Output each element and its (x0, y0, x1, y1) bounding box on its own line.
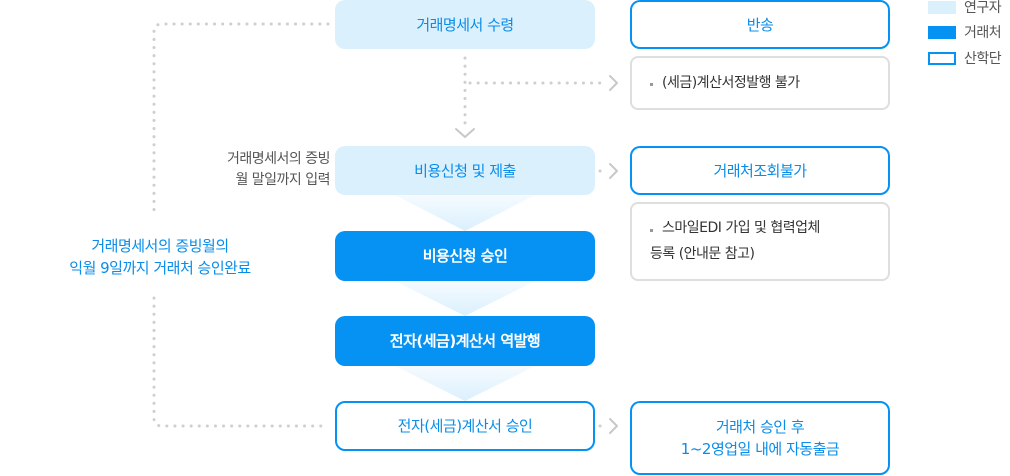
deadline-line: 거래명세서의 증빙월의 (91, 237, 229, 255)
deadline-loop-line-lower (152, 296, 330, 428)
outcome-label: 반송 (746, 15, 774, 34)
vendor-swatch (928, 25, 956, 39)
bullet-icon (650, 83, 653, 86)
legend-label: 산학단 (964, 51, 1002, 67)
step-invoice-approve: 전자(세금)계산서 승인 (335, 401, 595, 451)
outcome-label: 거래처 승인 후 (715, 418, 805, 436)
deadline-loop-line (152, 22, 330, 218)
chevron-right-icon (609, 163, 618, 179)
step-label: 거래명세서 수령 (416, 15, 514, 34)
step-label: 비용신청 승인 (422, 247, 508, 265)
bullet-icon (650, 229, 653, 232)
hint-line: 거래명세서의 증빙 (227, 151, 331, 167)
step-receive-statement: 거래명세서 수령 (335, 0, 595, 49)
researcher-swatch (928, 0, 956, 14)
legend-label: 연구자 (964, 0, 1002, 16)
outcome-return: 반송 (630, 0, 890, 49)
step-expense-submit: 비용신청 및 제출 (335, 146, 595, 195)
step-label: 전자(세금)계산서 역발행 (389, 332, 541, 350)
chevron-right-icon (609, 75, 618, 91)
hint-line: 월 말일까지 입력 (235, 172, 330, 188)
outcome-label: 1~2영업일 내에 자동출금 (680, 440, 840, 458)
deadline-line: 익월 9일까지 거래처 승인완료 (69, 259, 251, 277)
vendor-lookup-note: 스마일EDI 가입 및 협력업체 등록 (안내문 참고) (630, 202, 890, 281)
approval-deadline-note: 거래명세서의 증빙월의 익월 9일까지 거래처 승인완료 (40, 235, 280, 279)
note-text: 등록 (안내문 참고) (650, 246, 755, 262)
legend-item-school: 산학단 (928, 48, 1010, 68)
step2-hint: 거래명세서의 증빙 월 말일까지 입력 (180, 149, 331, 191)
step-reverse-issue: 전자(세금)계산서 역발행 (335, 316, 595, 366)
school-swatch (928, 51, 956, 65)
outcome-label: 거래처조회불가 (713, 161, 807, 180)
step-label: 전자(세금)계산서 승인 (397, 417, 533, 435)
outcome-auto-payment: 거래처 승인 후 1~2영업일 내에 자동출금 (630, 401, 890, 475)
legend-item-researcher: 연구자 (928, 0, 1010, 17)
return-note: (세금)계산서정발행 불가 (630, 56, 890, 110)
chevron-down-icon (455, 128, 475, 138)
note-text: (세금)계산서정발행 불가 (662, 75, 800, 91)
step-expense-approve: 비용신청 승인 (335, 231, 595, 281)
note-text: 스마일EDI 가입 및 협력업체 (662, 220, 820, 236)
legend-item-vendor: 거래처 (928, 22, 1010, 42)
legend-label: 거래처 (964, 25, 1002, 41)
chevron-right-icon (609, 418, 618, 434)
outcome-vendor-lookup-failed: 거래처조회불가 (630, 146, 890, 195)
step-label: 비용신청 및 제출 (414, 161, 516, 180)
